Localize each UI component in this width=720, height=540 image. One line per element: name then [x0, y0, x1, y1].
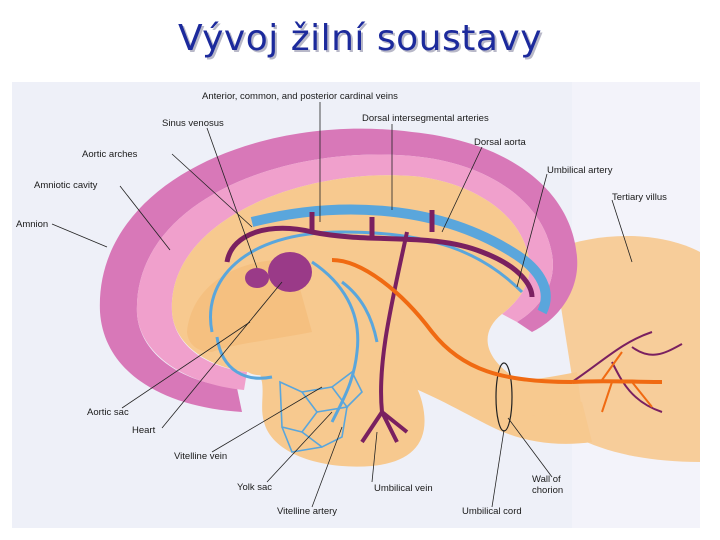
- chorion-region: [552, 235, 700, 462]
- label-chorion: chorion: [532, 485, 563, 496]
- label-aortic-arches: Aortic arches: [82, 149, 138, 160]
- amnion: [99, 128, 578, 412]
- label-tertiary-villus: Tertiary villus: [612, 192, 667, 203]
- label-dorsal-aorta: Dorsal aorta: [474, 137, 526, 148]
- label-umbilical-artery: Umbilical artery: [547, 165, 613, 176]
- embryo-circulation-diagram: Anterior, common, and posterior cardinal…: [12, 82, 700, 528]
- umbilical-artery-vessel: [331, 258, 663, 384]
- label-umbilical-vein: Umbilical vein: [374, 483, 433, 494]
- label-vitelline-artery: Vitelline artery: [277, 506, 337, 517]
- label-vitelline-vein: Vitelline vein: [174, 451, 227, 462]
- label-sinus-venosus: Sinus venosus: [162, 118, 224, 129]
- slide-title: Vývoj žilní soustavy: [177, 18, 543, 59]
- amniotic-cavity: [136, 154, 553, 390]
- label-heart: Heart: [132, 425, 156, 436]
- placental-arteries: [601, 351, 653, 413]
- cardinal-veins: [224, 210, 535, 298]
- leader-lines: [51, 102, 633, 508]
- label-amnion: Amnion: [16, 219, 48, 230]
- label-wall-of: Wall of: [532, 474, 561, 485]
- label-amniotic-cavity: Amniotic cavity: [34, 180, 98, 191]
- label-yolk-sac: Yolk sac: [237, 482, 272, 493]
- placental-veins: [571, 331, 683, 413]
- label-cardinal-veins: Anterior, common, and posterior cardinal…: [202, 91, 398, 102]
- label-dorsal-intersegmental-arteries: Dorsal intersegmental arteries: [362, 113, 489, 124]
- label-umbilical-cord: Umbilical cord: [462, 506, 522, 517]
- sinus-venosus-organ: [245, 268, 269, 288]
- umbilical-vein-vessel: [360, 231, 409, 444]
- dorsal-aorta-vessel: [250, 204, 551, 315]
- label-aortic-sac: Aortic sac: [87, 407, 129, 418]
- heart-organ: [268, 252, 312, 292]
